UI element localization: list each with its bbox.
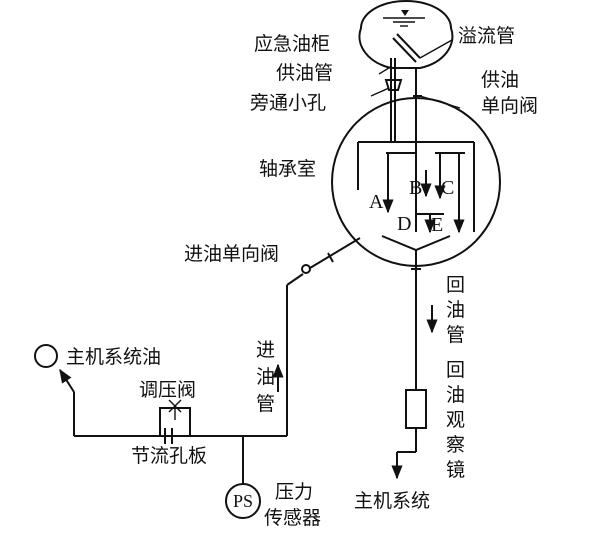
svg-text:回: 回 — [446, 359, 465, 381]
label-bypass-hole: 旁通小孔 — [250, 92, 326, 114]
label-main-system-oil: 主机系统油 — [66, 346, 161, 368]
bearing-point-d: D — [397, 213, 411, 235]
return-pipe — [391, 250, 438, 480]
svg-text:油: 油 — [256, 366, 275, 388]
label-overflow-pipe: 溢流管 — [458, 25, 515, 47]
svg-text:管: 管 — [256, 393, 275, 415]
label-pressure-sensor-2: 传感器 — [264, 507, 321, 529]
overflow-pipe — [392, 33, 453, 63]
bearing-point-a: A — [369, 191, 384, 213]
svg-text:油: 油 — [446, 384, 465, 406]
bearing-point-b: B — [409, 177, 422, 199]
label-supply-check-valve-2: 单向阀 — [481, 95, 538, 117]
svg-text:进: 进 — [256, 339, 275, 361]
pressure-sensor — [225, 436, 261, 519]
label-emergency-tank: 应急油柜 — [254, 33, 330, 55]
label-main-system: 主机系统 — [354, 490, 430, 512]
svg-text:油: 油 — [446, 299, 465, 321]
pressure-valve — [159, 399, 191, 444]
label-return-pipe: 回 油 管 — [446, 274, 465, 346]
svg-text:管: 管 — [446, 324, 465, 346]
svg-text:观: 观 — [446, 409, 465, 431]
label-pressure-valve: 调压阀 — [139, 379, 196, 401]
bearing-chamber — [331, 97, 501, 267]
label-supply-check-valve-1: 供油 — [481, 69, 519, 91]
label-orifice-plate: 节流孔板 — [131, 445, 207, 467]
return-sight-glass — [405, 389, 427, 429]
main-feed-line — [34, 344, 243, 437]
bearing-point-e: E — [431, 214, 443, 236]
svg-text:察: 察 — [446, 434, 465, 456]
label-inlet-check-valve: 进油单向阀 — [184, 243, 279, 265]
emergency-oil-tank — [358, 0, 454, 69]
supply-check-valve — [413, 68, 461, 142]
label-bearing-chamber: 轴承室 — [259, 158, 316, 180]
ps-symbol: PS — [233, 491, 253, 511]
svg-text:回: 回 — [446, 274, 465, 296]
label-return-sight-glass: 回 油 观 察 镜 — [446, 359, 465, 481]
svg-text:镜: 镜 — [446, 459, 465, 481]
main-system-oil-symbol — [34, 344, 58, 368]
label-supply-pipe: 供油管 — [276, 62, 333, 84]
bearing-point-c: C — [441, 177, 454, 199]
inlet-pipe — [243, 237, 361, 437]
label-inlet-pipe: 进 油 管 — [256, 339, 275, 415]
label-pressure-sensor-1: 压力 — [275, 481, 313, 503]
